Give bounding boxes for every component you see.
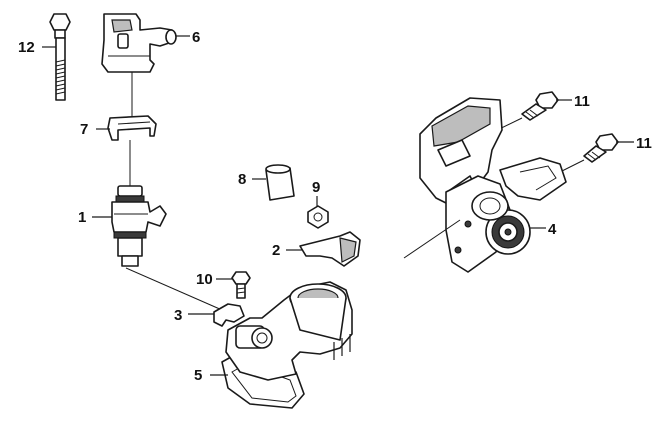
callout-6: 6 [192, 29, 200, 46]
hose-clamp-lower-part [213, 303, 245, 327]
callout-4: 4 [548, 221, 557, 238]
callout-8: 8 [238, 171, 246, 188]
callout-1: 1 [78, 209, 86, 226]
callout-2: 2 [272, 242, 280, 259]
rubber-sleeve-part [265, 164, 295, 201]
hose-clamp-upper-part [299, 231, 361, 267]
nut-part [307, 205, 329, 229]
throttle-body-part [221, 281, 353, 409]
callout-11-upper: 11 [574, 93, 590, 110]
callout-12: 12 [18, 39, 35, 56]
bolt-lower-part [583, 133, 619, 163]
injector-connector-part [101, 13, 177, 73]
callout-7: 7 [80, 121, 88, 138]
callout-9: 9 [312, 179, 320, 196]
bolt-long-part [49, 13, 71, 101]
bolt-upper-part [521, 91, 559, 121]
bolt-short-part [231, 271, 251, 299]
retaining-clip-part [107, 115, 157, 141]
callout-5: 5 [194, 367, 202, 384]
callout-3: 3 [174, 307, 182, 324]
callout-10: 10 [196, 271, 213, 288]
sensor-actuator-unit-part [419, 97, 567, 273]
fuel-injector-part [111, 185, 167, 267]
callout-11-lower: 11 [636, 135, 652, 152]
